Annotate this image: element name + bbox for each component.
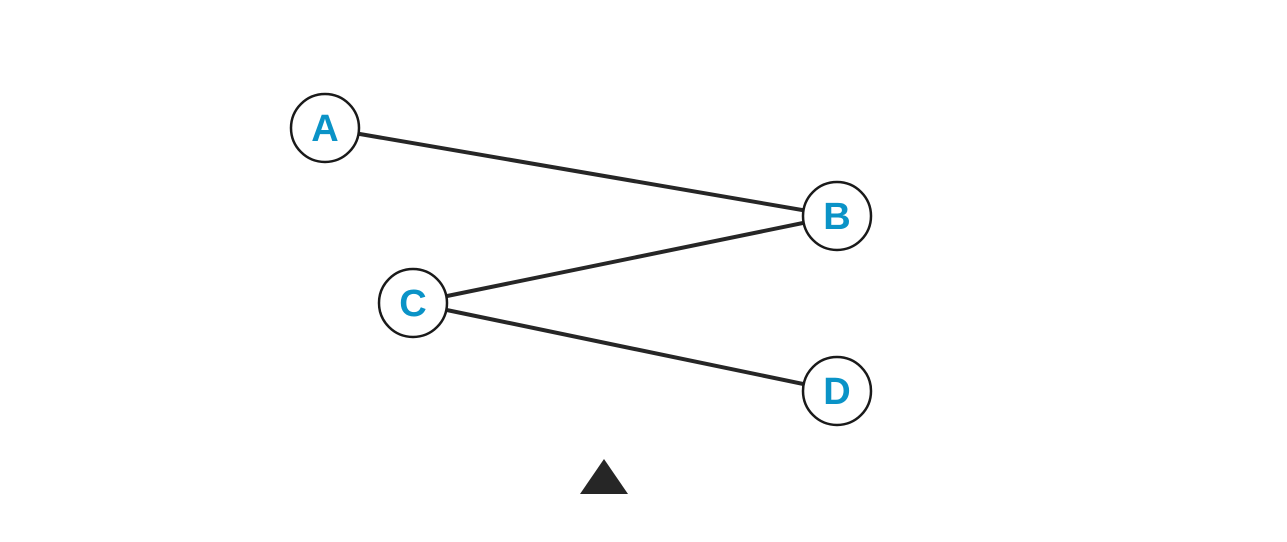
node-a: A [289, 92, 361, 164]
node-label: B [823, 196, 850, 238]
node-circle [801, 355, 873, 427]
node-d: D [801, 355, 873, 427]
node-label: C [399, 283, 426, 325]
node-circle [289, 92, 361, 164]
node-circle [377, 267, 449, 339]
node-circle [801, 180, 873, 252]
node-b: B [801, 180, 873, 252]
node-label: A [311, 108, 338, 150]
triangle-marker-icon [580, 459, 628, 494]
edges-layer [324, 126, 838, 393]
node-c: C [377, 267, 449, 339]
edge-c-d [412, 301, 838, 393]
edge-a-b [324, 126, 838, 218]
node-label: D [823, 371, 850, 413]
edge-c-b [412, 214, 838, 305]
nodes-layer: A B C D [289, 92, 873, 427]
